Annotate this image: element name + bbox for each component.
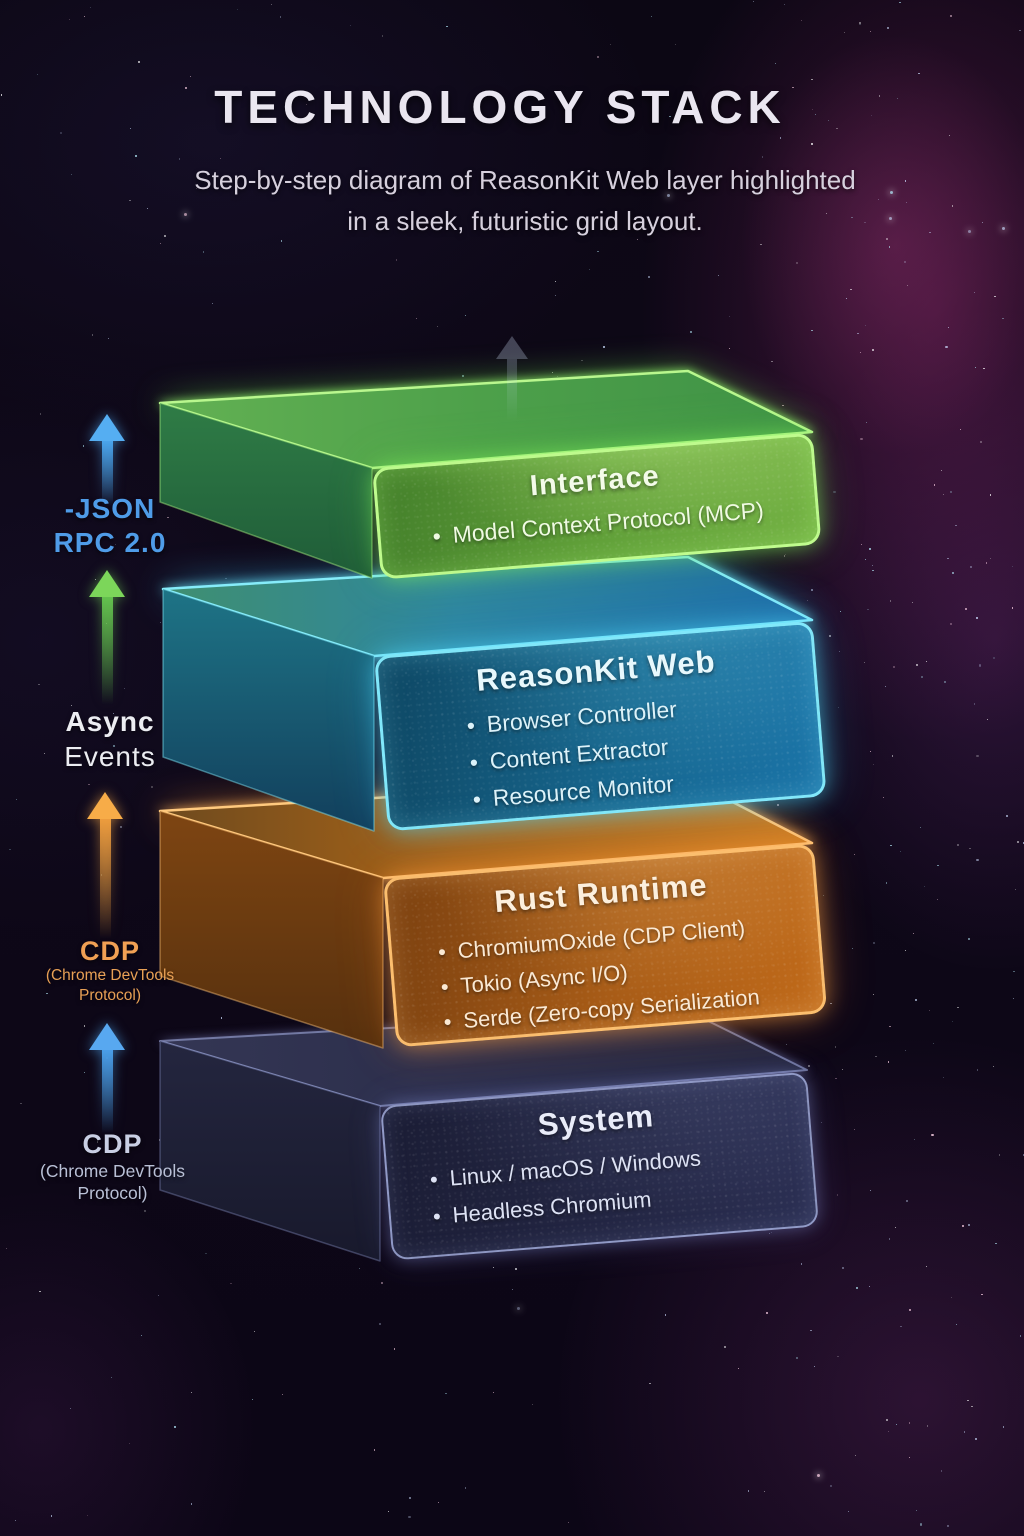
- cdp-label-orange: CDP (Chrome DevTools Protocol): [45, 936, 175, 1004]
- async-events-label: Async Events: [64, 706, 156, 772]
- cdp-label-blue: CDP (Chrome DevTools Protocol): [40, 1129, 185, 1203]
- arrow-tail: [101, 1050, 113, 1134]
- cdp-arrow-up-icon: [87, 792, 123, 939]
- stack-layer-reasonkit-web: ReasonKit Web Browser Controller Content…: [374, 620, 827, 832]
- arrow-head: [89, 414, 125, 441]
- page-subtitle-line1: Step-by-step diagram of ReasonKit Web la…: [194, 165, 856, 195]
- system-left-face: [159, 1040, 381, 1262]
- interface-left-face: [159, 402, 373, 579]
- page-subtitle: Step-by-step diagram of ReasonKit Web la…: [0, 160, 1024, 242]
- arrow-tail: [101, 441, 113, 507]
- arrow-head: [89, 570, 125, 597]
- arrow-tail: [507, 359, 517, 421]
- rust-left-face: [159, 810, 384, 1049]
- json-rpc-arrow-up-icon: [89, 414, 125, 507]
- stack-layer-rust-runtime: Rust Runtime ChromiumOxide (CDP Client) …: [383, 843, 828, 1048]
- arrow-tail: [99, 819, 111, 939]
- page-subtitle-line2: in a sleek, futuristic grid layout.: [347, 206, 703, 236]
- page-title: TECHNOLOGY STACK: [214, 81, 786, 133]
- arrow-tail: [101, 597, 113, 705]
- exit-arrow-up-icon: [494, 336, 530, 421]
- arrow-head: [496, 336, 528, 359]
- cdp-arrow-up-icon: [89, 1023, 125, 1134]
- arrow-head: [87, 792, 123, 819]
- json-rpc-label: -JSON RPC 2.0: [53, 493, 167, 558]
- arrow-head: [89, 1023, 125, 1050]
- web-left-face: [162, 588, 375, 832]
- async-events-arrow-up-icon: [89, 570, 125, 705]
